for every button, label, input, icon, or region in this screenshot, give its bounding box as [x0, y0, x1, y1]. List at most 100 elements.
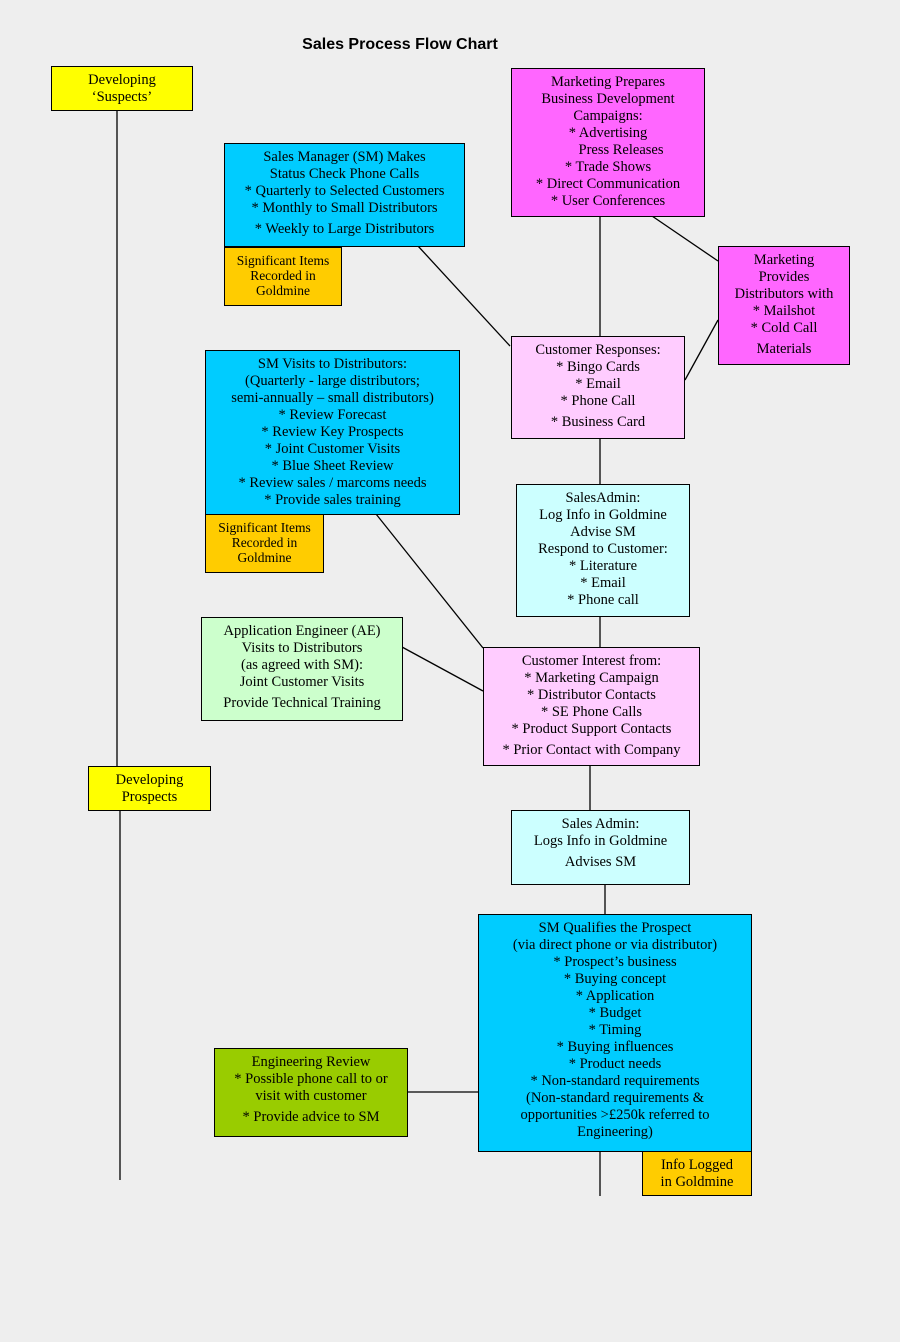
- box-text: * Distributor Contacts: [527, 687, 656, 703]
- box-text: * Buying influences: [556, 1039, 674, 1055]
- box-text: * Quarterly to Selected Customers: [244, 183, 445, 199]
- box-text: * Review Key Prospects: [261, 424, 404, 440]
- box-text: Recorded in: [231, 535, 298, 550]
- marketing-prepares-box: Marketing Prepares Business Development …: [511, 68, 705, 217]
- box-text: * Marketing Campaign: [524, 670, 659, 686]
- box-text: Provide Technical Training: [223, 695, 381, 711]
- box-text: Materials: [756, 341, 812, 357]
- info-logged-box: Info Logged in Goldmine: [642, 1151, 752, 1196]
- box-text: * Possible phone call to or: [234, 1071, 388, 1087]
- box-text: Visits to Distributors: [241, 640, 363, 656]
- box-text: Status Check Phone Calls: [269, 166, 420, 182]
- box-text: * Prospect’s business: [553, 954, 677, 970]
- box-text: * Buying concept: [563, 971, 667, 987]
- box-text: Significant Items: [236, 253, 330, 268]
- sm-visits-box: SM Visits to Distributors: (Quarterly - …: [205, 350, 460, 515]
- box-text: Logs Info in Goldmine: [533, 833, 668, 849]
- box-text: Prospects: [121, 789, 178, 805]
- box-text: Marketing: [753, 252, 815, 268]
- box-text: Respond to Customer:: [538, 541, 668, 557]
- box-text: Info Logged: [660, 1157, 734, 1173]
- box-text: * Business Card: [550, 414, 646, 430]
- box-text: * Review Forecast: [278, 407, 387, 423]
- box-text: Sales Manager (SM) Makes: [263, 149, 426, 165]
- box-text: Engineering Review: [251, 1054, 371, 1070]
- ae-to-interest: [401, 646, 484, 692]
- box-text: * Trade Shows: [564, 159, 652, 175]
- box-text: * Email: [580, 575, 626, 591]
- developing-suspects-box: Developing ‘Suspects’: [51, 66, 193, 111]
- box-text: Goldmine: [256, 283, 310, 298]
- box-text: Goldmine: [237, 550, 292, 565]
- box-text: Developing: [115, 772, 184, 788]
- box-text: Sales Admin:: [561, 816, 640, 832]
- box-text: (via direct phone or via distributor): [512, 937, 718, 953]
- box-text: * Direct Communication: [535, 176, 681, 192]
- box-text: * Blue Sheet Review: [271, 458, 394, 474]
- developing-prospects-box: Developing Prospects: [88, 766, 211, 811]
- box-text: * Advertising: [568, 125, 648, 141]
- box-text: * Cold Call: [750, 320, 818, 336]
- box-text: opportunities >£250k referred to: [520, 1107, 710, 1123]
- box-text: Engineering): [577, 1124, 653, 1140]
- box-text: Significant Items: [218, 520, 311, 535]
- box-text: semi-annually – small distributors): [231, 390, 434, 406]
- box-text: Customer Responses:: [535, 342, 661, 358]
- box-text: * Joint Customer Visits: [264, 441, 401, 457]
- box-text: ‘Suspects’: [91, 89, 153, 105]
- significant-items-box-2: Significant Items Recorded in Goldmine: [205, 514, 324, 573]
- box-text: Customer Interest from:: [521, 653, 662, 669]
- customer-responses-box: Customer Responses: * Bingo Cards * Emai…: [511, 336, 685, 439]
- sales-admin-box-2: Sales Admin: Logs Info in Goldmine Advis…: [511, 810, 690, 885]
- sm-status-calls-box: Sales Manager (SM) Makes Status Check Ph…: [224, 143, 465, 247]
- marketing-to-provides: [651, 215, 719, 262]
- box-text: * Non-standard requirements: [530, 1073, 700, 1089]
- provides-to-responses: [684, 319, 719, 381]
- box-text: * SE Phone Calls: [540, 704, 643, 720]
- box-text: visit with customer: [255, 1088, 367, 1104]
- box-text: * Literature: [568, 558, 638, 574]
- application-engineer-box: Application Engineer (AE) Visits to Dist…: [201, 617, 403, 721]
- box-text: Log Info in Goldmine: [539, 507, 667, 523]
- box-text: * Bingo Cards: [556, 359, 640, 375]
- box-text: * Application: [575, 988, 655, 1004]
- sm-visits-to-interest: [375, 513, 484, 649]
- box-text: * Product needs: [568, 1056, 662, 1072]
- box-text: Distributors with: [734, 286, 834, 302]
- box-text: SalesAdmin:: [565, 490, 641, 506]
- box-text: (Non-standard requirements &: [526, 1090, 704, 1106]
- box-text: * Prior Contact with Company: [502, 742, 681, 758]
- box-text: * Provide sales training: [264, 492, 401, 508]
- box-text: Campaigns:: [573, 108, 643, 124]
- box-text: Advises SM: [564, 854, 637, 870]
- box-text: * Monthly to Small Distributors: [251, 200, 438, 216]
- box-text: Press Releases: [578, 142, 664, 158]
- box-text: Advise SM: [570, 524, 636, 540]
- chart-title: Sales Process Flow Chart: [302, 36, 498, 53]
- customer-interest-box: Customer Interest from: * Marketing Camp…: [483, 647, 700, 766]
- box-text: Recorded in: [250, 268, 316, 283]
- box-text: (Quarterly - large distributors;: [245, 373, 420, 389]
- box-text: SM Visits to Distributors:: [257, 356, 408, 372]
- box-text: * Budget: [588, 1005, 642, 1021]
- marketing-provides-box: Marketing Provides Distributors with * M…: [718, 246, 850, 365]
- engineering-review-box: Engineering Review * Possible phone call…: [214, 1048, 408, 1137]
- significant-items-box-1: Significant Items Recorded in Goldmine: [224, 247, 342, 306]
- box-text: in Goldmine: [660, 1174, 734, 1190]
- box-text: * Email: [575, 376, 621, 392]
- box-text: * Mailshot: [752, 303, 816, 319]
- box-text: * Product Support Contacts: [511, 721, 672, 737]
- box-text: * Phone Call: [560, 393, 636, 409]
- box-text: (as agreed with SM):: [240, 657, 363, 673]
- box-text: Marketing Prepares: [551, 74, 665, 90]
- box-text: Application Engineer (AE): [223, 623, 381, 639]
- box-text: Business Development: [541, 91, 675, 107]
- box-text: * Timing: [588, 1022, 642, 1038]
- box-text: * Provide advice to SM: [242, 1109, 380, 1125]
- box-text: Joint Customer Visits: [239, 674, 365, 690]
- box-text: * Phone call: [567, 592, 639, 608]
- sm-calls-to-responses: [417, 245, 511, 347]
- box-text: * Review sales / marcoms needs: [238, 475, 427, 491]
- box-text: Developing: [88, 72, 156, 88]
